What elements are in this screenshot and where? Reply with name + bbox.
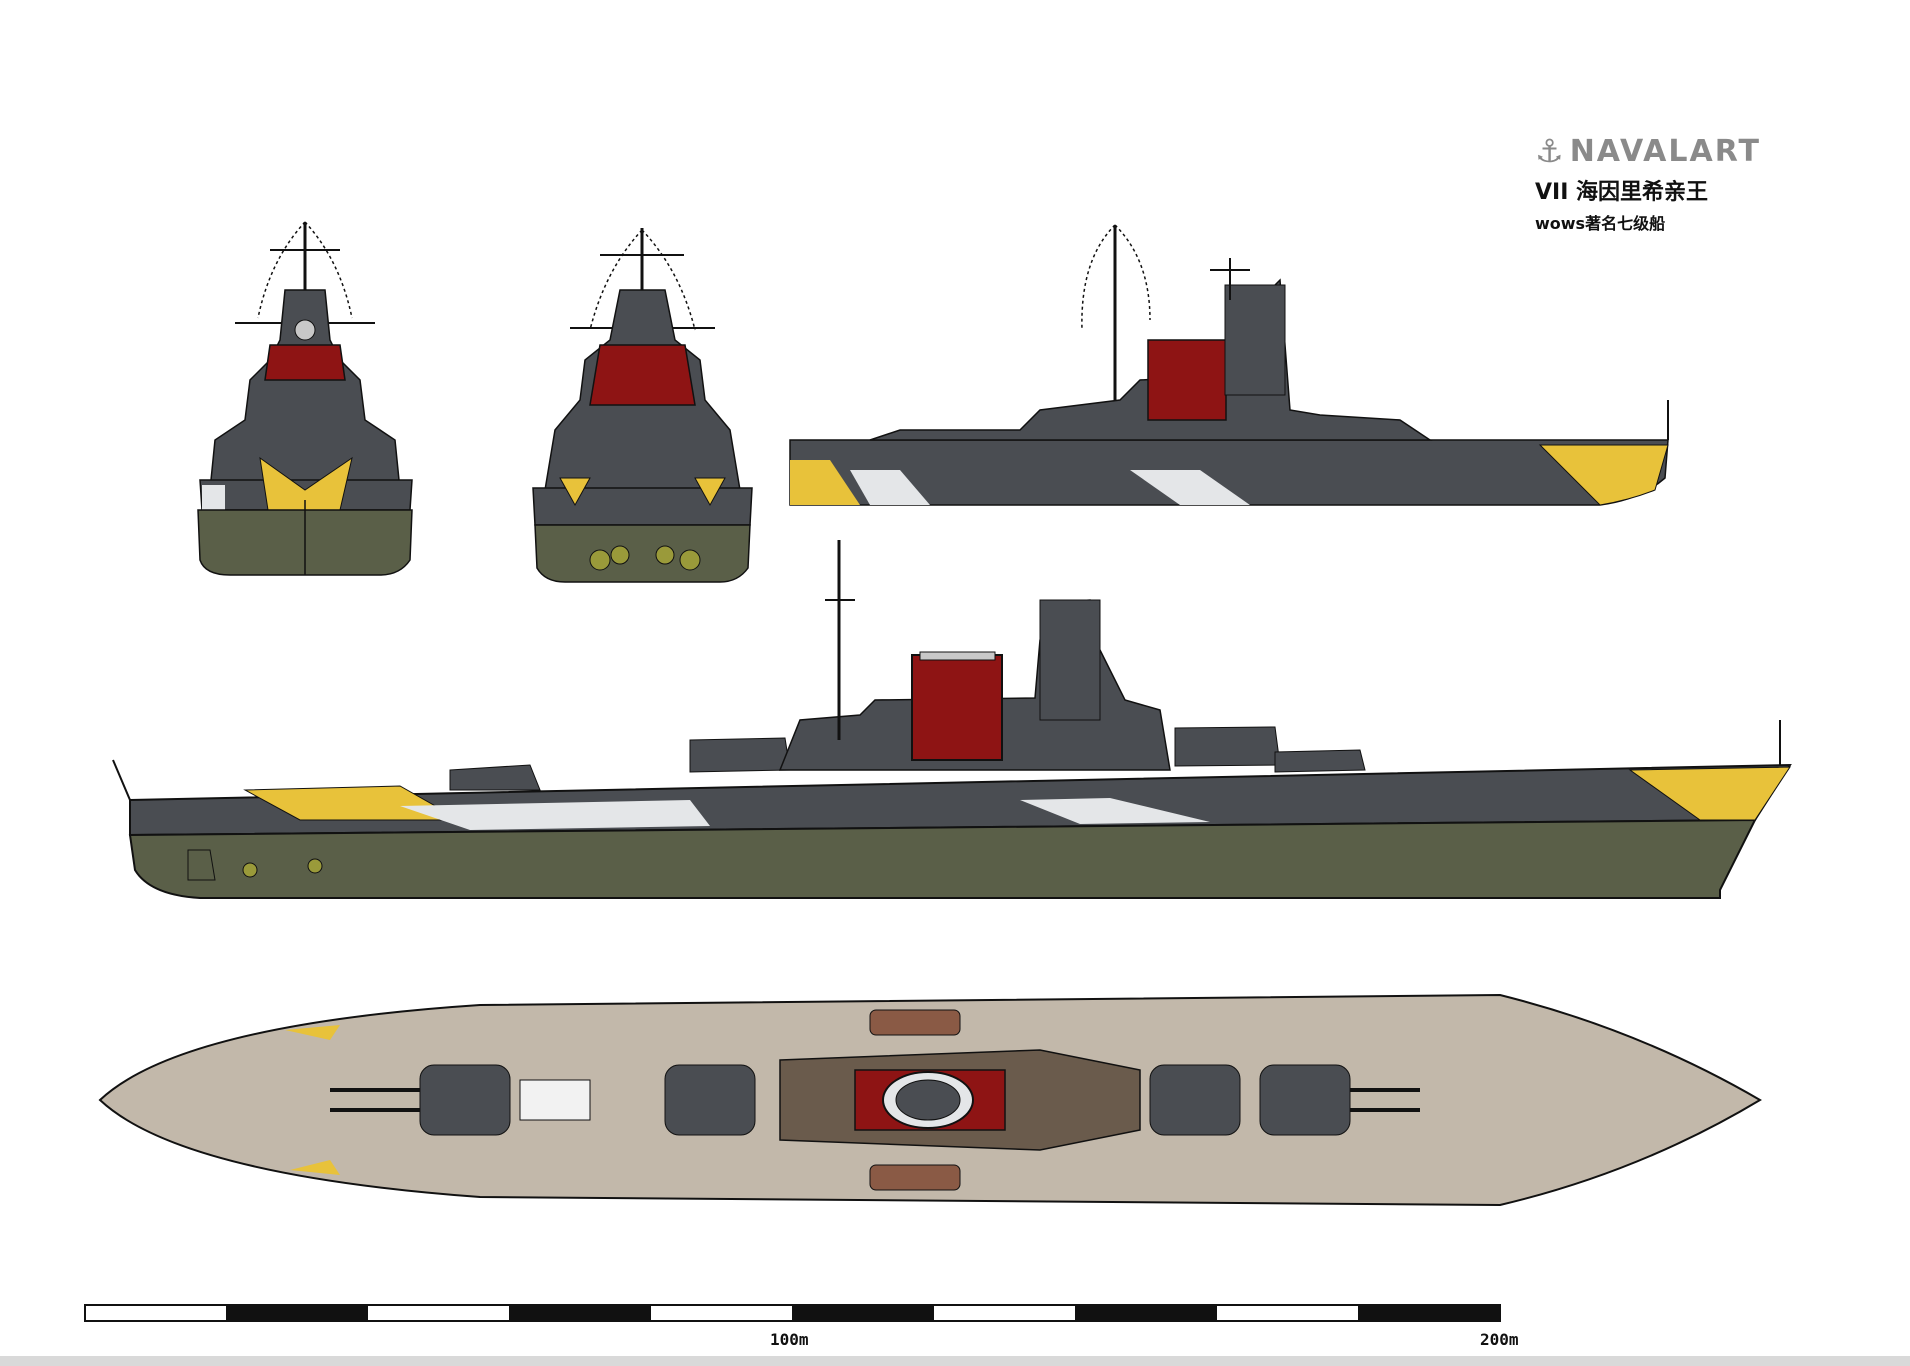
scale-bar [84,1304,1501,1322]
side-view-main [112,540,1792,899]
branding-block: ⚓ NAVALART VII 海因里希亲王 wows著名七级船 [1535,132,1761,234]
top-view-deck-plan [98,993,1762,1207]
logo-text: NAVALART [1569,133,1761,169]
anchor-icon: ⚓ [1535,132,1566,170]
rear-view-stern [532,228,753,583]
scale-label-100m: 100m [770,1330,809,1349]
ship-subtitle: wows著名七级船 [1535,214,1666,233]
navalart-logo: ⚓ NAVALART [1535,132,1761,170]
front-view-bow [197,221,413,576]
bottom-border-bar [0,1356,1910,1366]
side-view-small [789,224,1669,506]
scale-label-200m: 200m [1480,1330,1519,1349]
ship-title: VII 海因里希亲王 [1535,180,1709,205]
